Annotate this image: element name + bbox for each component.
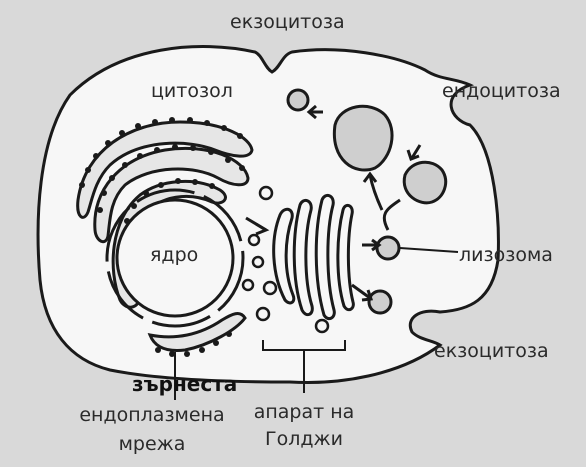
label-lysosome: лизозома	[459, 246, 553, 265]
label-exocytosis-bottom: екзоцитоза	[434, 342, 549, 361]
label-cytosol: цитозол	[151, 82, 233, 101]
label-rough: зърнеста	[132, 374, 237, 394]
label-er-line1: ендоплазмена	[62, 406, 242, 425]
label-exocytosis-top: екзоцитоза	[230, 13, 345, 32]
label-golgi-line1: апарат на	[234, 403, 374, 422]
label-nucleus: ядро	[150, 246, 198, 265]
label-golgi-line2: Голджи	[234, 430, 374, 449]
lysosome-vesicle	[377, 237, 399, 259]
label-er-line2: мрежа	[62, 435, 242, 454]
label-endocytosis: ендоцитоза	[442, 82, 561, 101]
